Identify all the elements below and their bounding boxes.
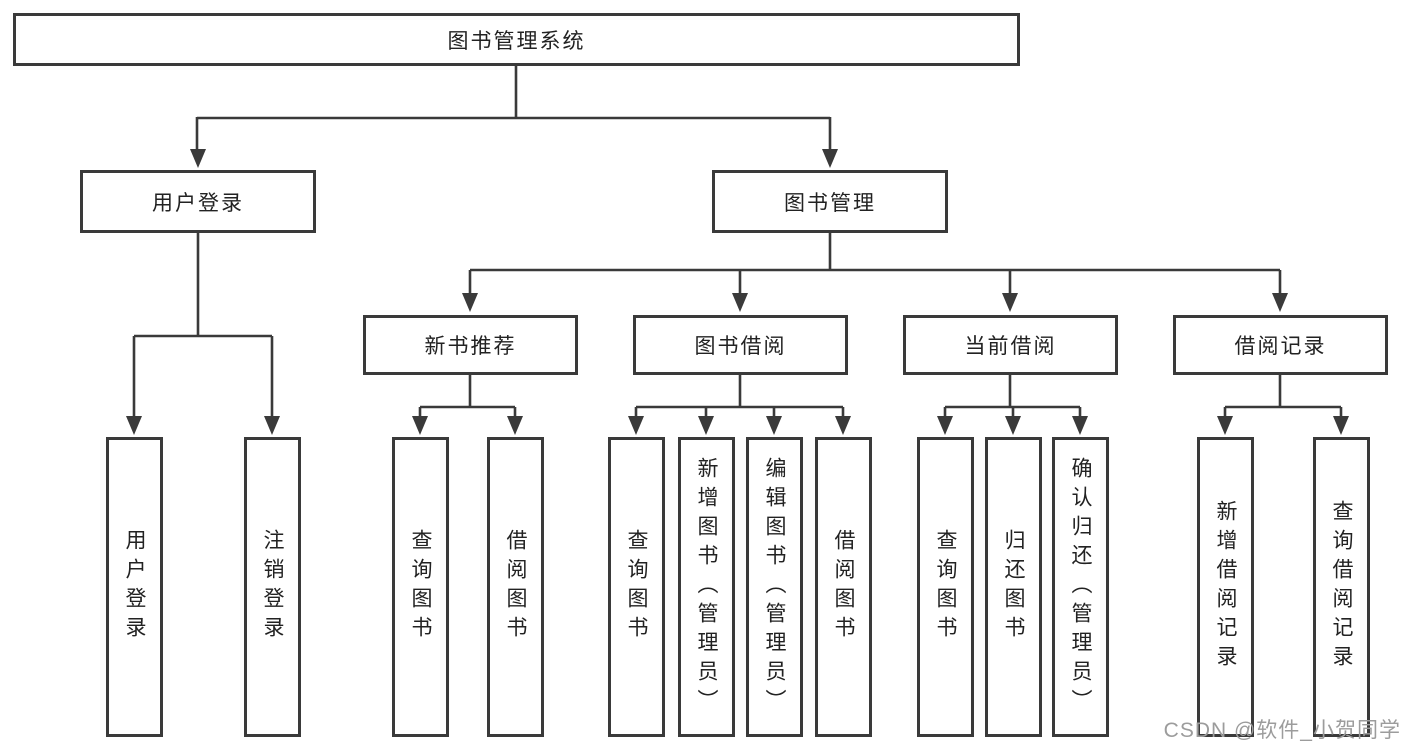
- arrowhead: [766, 416, 782, 435]
- arrowhead: [462, 293, 478, 312]
- arrowhead: [698, 416, 714, 435]
- leaf-borrow-books: 借阅图书: [815, 437, 872, 737]
- arrowhead: [1002, 293, 1018, 312]
- node-new-book-recommend: 新书推荐: [363, 315, 578, 375]
- arrowhead: [1005, 416, 1021, 435]
- arrowhead: [264, 416, 280, 435]
- leaf-query-borrow-record: 查询借阅记录: [1313, 437, 1370, 737]
- connector-book-management: [468, 233, 1282, 295]
- arrowhead: [835, 416, 851, 435]
- connector-root: [195, 66, 832, 151]
- leaf-borrow-books-recommend: 借阅图书: [487, 437, 544, 737]
- node-current-borrow: 当前借阅: [903, 315, 1118, 375]
- node-borrow-records: 借阅记录: [1173, 315, 1388, 375]
- leaf-query-books-recommend: 查询图书: [392, 437, 449, 737]
- connector-borrow-records: [1223, 375, 1343, 418]
- arrowhead: [822, 149, 838, 168]
- arrowhead: [1072, 416, 1088, 435]
- arrowhead: [937, 416, 953, 435]
- arrowhead: [1333, 416, 1349, 435]
- arrowhead: [126, 416, 142, 435]
- watermark: CSDN @软件_小贺同学: [1163, 719, 1401, 742]
- node-book-borrow: 图书借阅: [633, 315, 848, 375]
- arrowhead: [1217, 416, 1233, 435]
- connector-book-borrow: [634, 375, 845, 418]
- arrowhead: [732, 293, 748, 312]
- leaf-query-books-current: 查询图书: [917, 437, 974, 737]
- leaf-logout: 注销登录: [244, 437, 301, 737]
- arrowhead: [190, 149, 206, 168]
- arrowhead: [1272, 293, 1288, 312]
- arrowhead: [507, 416, 523, 435]
- node-book-management: 图书管理: [712, 170, 948, 233]
- node-user-login: 用户登录: [80, 170, 316, 233]
- leaf-edit-book-admin: 编辑图书（管理员）: [746, 437, 803, 737]
- connector-current-borrow: [943, 375, 1082, 418]
- connector-user-login: [132, 233, 274, 417]
- leaf-confirm-return-admin: 确认归还（管理员）: [1052, 437, 1109, 737]
- leaf-query-books-borrow: 查询图书: [608, 437, 665, 737]
- leaf-add-book-admin: 新增图书（管理员）: [678, 437, 735, 737]
- leaf-user-login: 用户登录: [106, 437, 163, 737]
- arrowhead: [412, 416, 428, 435]
- connector-new-book-recommend: [418, 375, 517, 418]
- node-root: 图书管理系统: [13, 13, 1020, 66]
- arrowhead: [628, 416, 644, 435]
- leaf-return-book: 归还图书: [985, 437, 1042, 737]
- leaf-add-borrow-record: 新增借阅记录: [1197, 437, 1254, 737]
